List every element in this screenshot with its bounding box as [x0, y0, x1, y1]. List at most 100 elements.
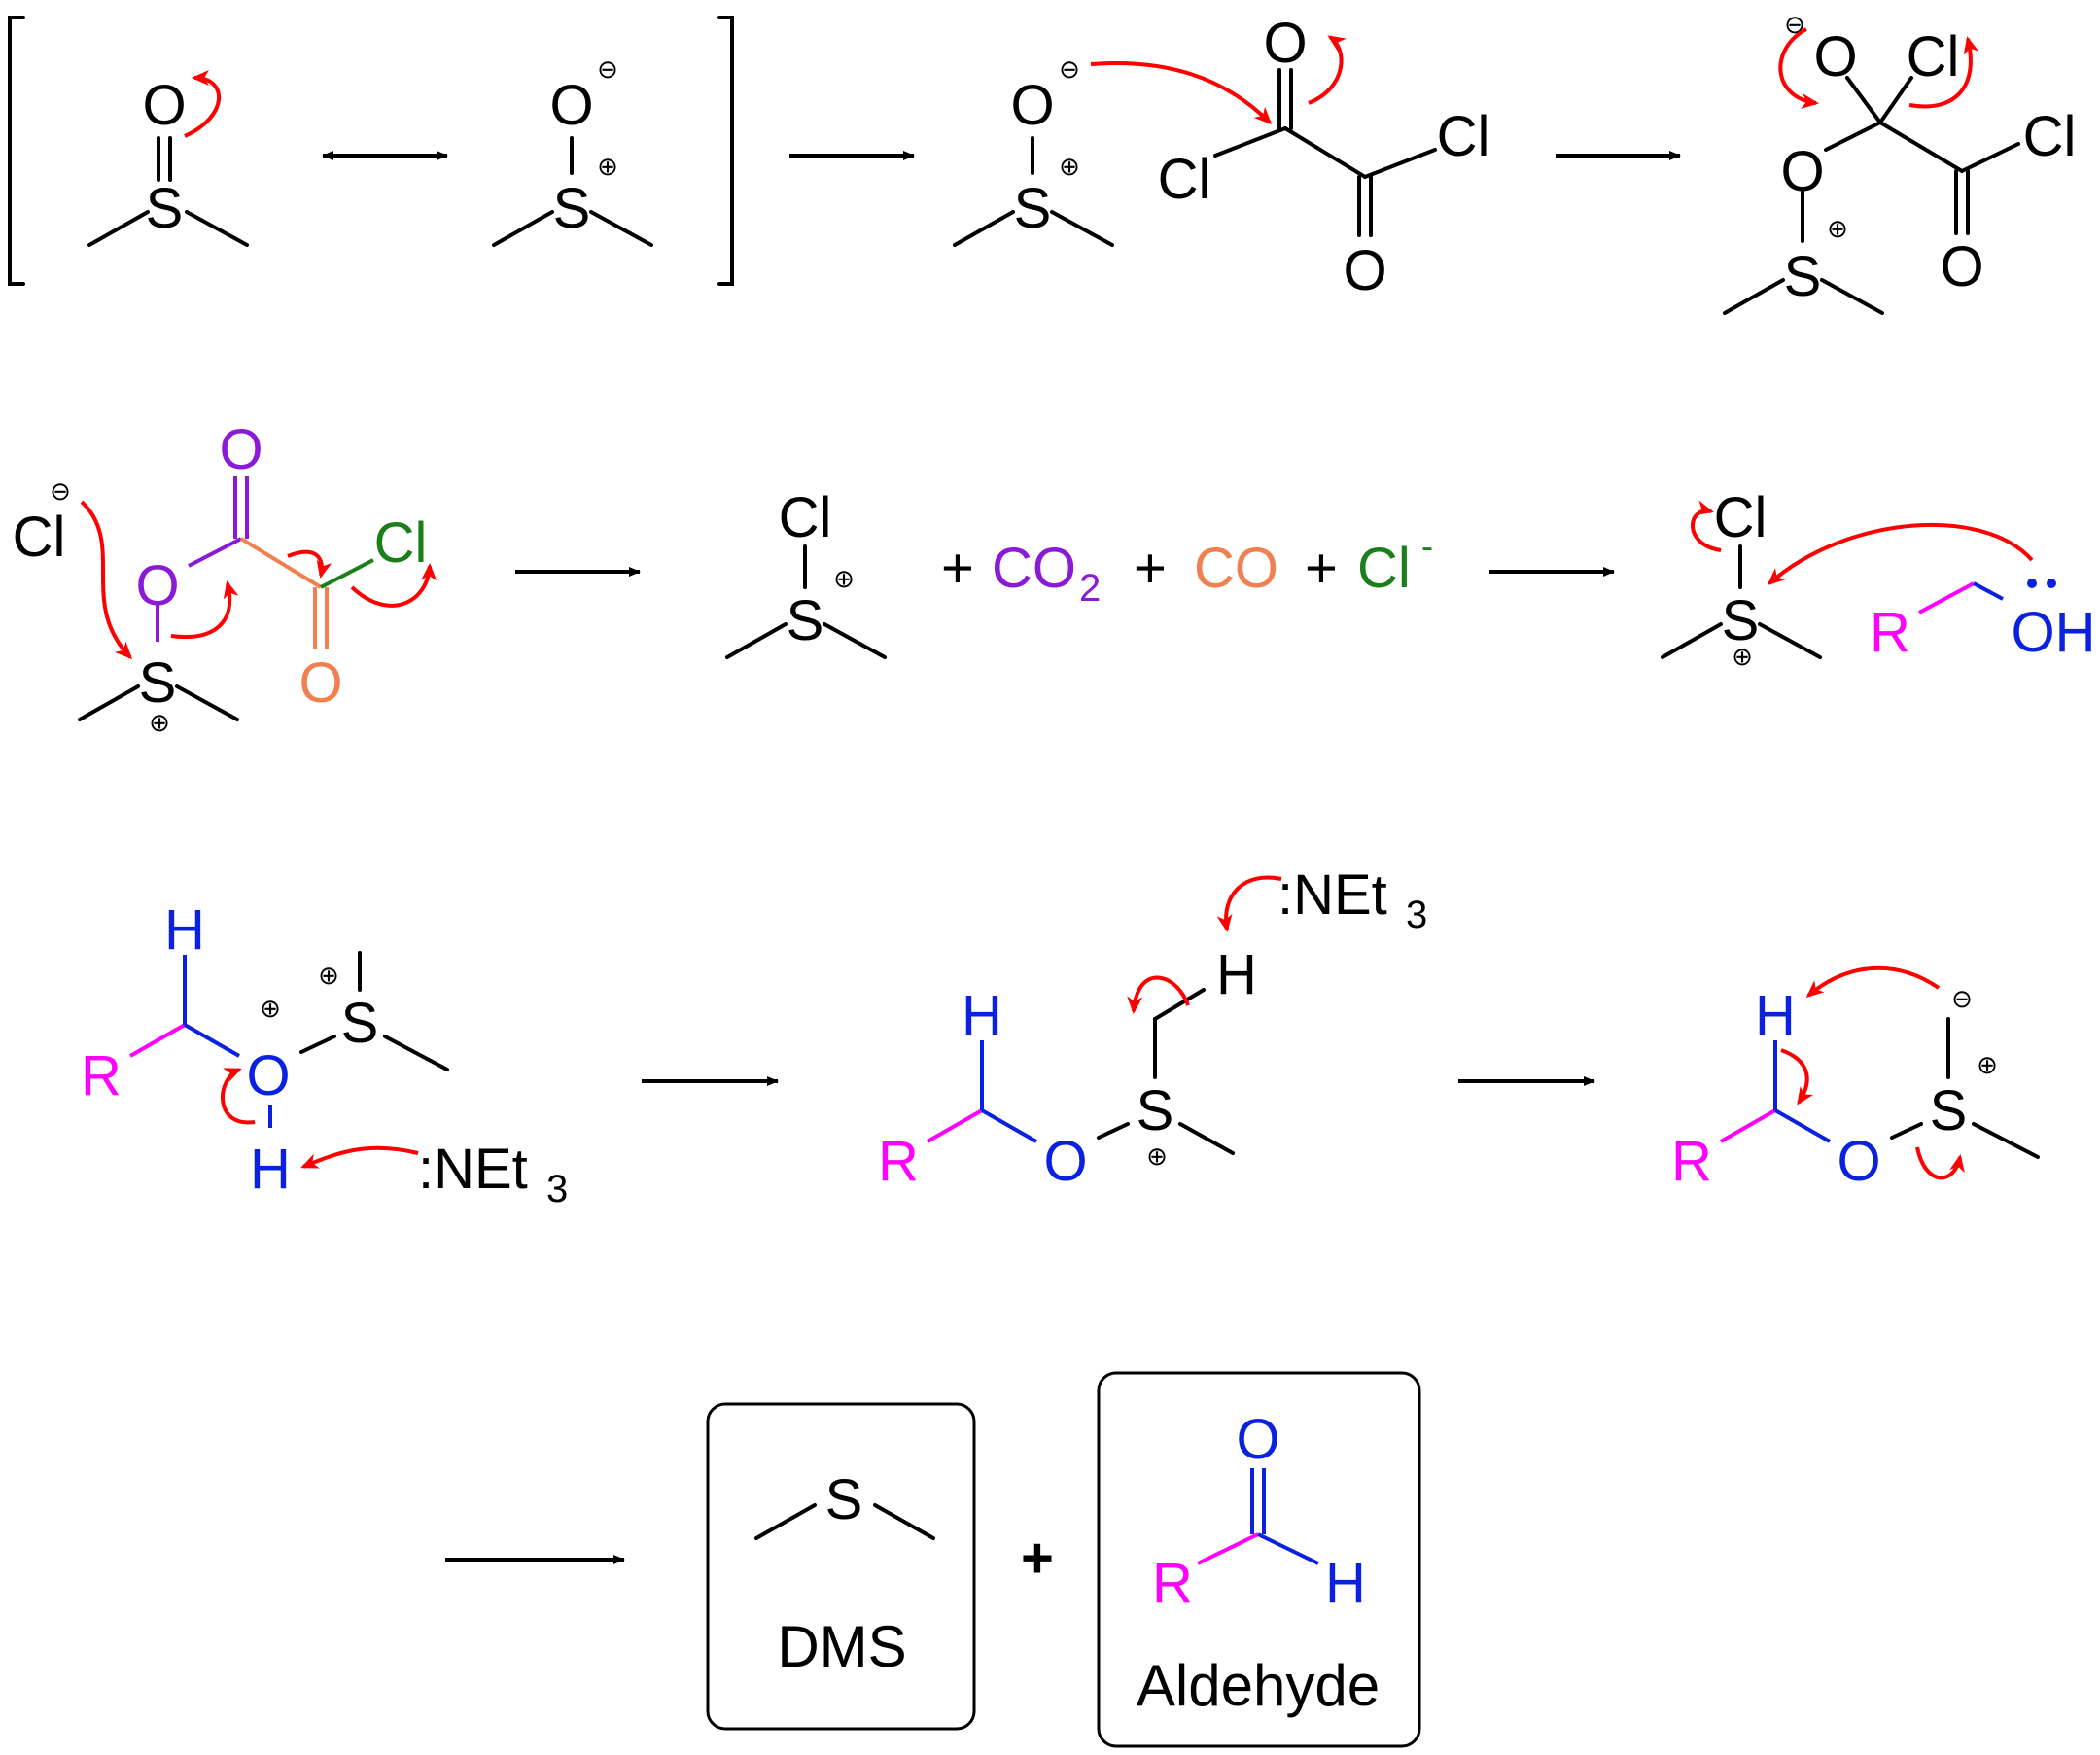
curved-arrow [1090, 60, 1273, 125]
plus-charge: ⊕ [149, 708, 170, 737]
atom-s: S [553, 177, 591, 240]
atom-r: R [1671, 1130, 1712, 1193]
atom-s: S [146, 177, 184, 240]
atom-cl: Cl [1158, 148, 1211, 211]
atom-s: S [1784, 245, 1822, 308]
chloride-charge: - [1421, 526, 1433, 566]
curved-arrow [300, 1145, 419, 1169]
plus-sign: + [1021, 1527, 1054, 1590]
dmso-form-2: S O ⊖ ⊕ [492, 54, 653, 247]
plus-charge: ⊕ [1059, 152, 1080, 181]
atom-o: O [1813, 25, 1857, 88]
atom-cl: Cl [13, 506, 66, 569]
curved-arrow [1308, 35, 1347, 105]
plus-charge: ⊕ [1827, 214, 1848, 243]
plus-charge: ⊕ [1146, 1141, 1168, 1171]
curved-arrow [220, 1068, 256, 1125]
lone-pair-dot [2027, 579, 2037, 588]
atom-o: O [135, 554, 179, 617]
atom-cl: Cl [1437, 105, 1490, 168]
plus-charge: ⊕ [260, 994, 281, 1023]
minus-charge: ⊖ [1784, 10, 1805, 39]
atom-s: S [341, 992, 379, 1055]
atom-cl: Cl [2023, 105, 2077, 168]
dms-label: DMS [777, 1614, 906, 1679]
atom-s: S [1930, 1079, 1968, 1142]
atom-o: O [549, 74, 593, 137]
atom-s: S [1722, 589, 1760, 652]
tetrahedral-intermediate: S ⊕ O O ⊖ Cl Cl O [1723, 10, 2077, 315]
atom-s: S [139, 651, 177, 715]
minus-charge: ⊖ [50, 476, 71, 506]
atom-o: O [246, 1044, 290, 1107]
atom-o: O [1010, 74, 1054, 137]
curved-arrow [1780, 1048, 1813, 1106]
triethylamine-subscript: 3 [546, 1168, 568, 1211]
atom-r: R [1870, 601, 1910, 664]
minus-charge: ⊖ [597, 54, 618, 84]
dmso-ylide: S O ⊖ ⊕ [953, 54, 1114, 247]
chloride: Cl [1357, 537, 1411, 600]
atom-h: H [250, 1138, 291, 1201]
atom-h: H [1755, 984, 1796, 1047]
atom-s: S [787, 589, 824, 652]
byproducts: + CO 2 + CO + Cl - [941, 526, 1433, 610]
atom-h: H [962, 984, 1002, 1047]
atom-s: S [1137, 1079, 1174, 1142]
plus-charge: ⊕ [833, 564, 855, 593]
sulfonium-ylide-formation: R H O S ⊕ H :NEt 3 [878, 863, 1427, 1193]
minus-charge: ⊖ [1951, 984, 1973, 1013]
plus-charge: ⊕ [318, 961, 339, 990]
chlorodimethylsulfonium: S ⊕ Cl [725, 486, 887, 659]
alcohol-attack: S ⊕ Cl R OH [1661, 486, 2096, 671]
atom-o: O [1780, 140, 1824, 203]
triethylamine: :NEt [1278, 863, 1387, 927]
aldehyde-label: Aldehyde [1137, 1653, 1380, 1718]
minus-charge: ⊖ [1059, 54, 1080, 84]
alkoxysulfonium-deprotonation: R H O ⊕ H S ⊕ :NEt 3 [81, 898, 568, 1211]
plus-sign: + [1134, 537, 1167, 600]
chlorosulfonium-formation: Cl ⊖ S ⊕ O O Cl O [13, 418, 438, 737]
atom-o: O [298, 651, 342, 715]
oxalyl-chloride: Cl O Cl O [1090, 12, 1490, 302]
atom-r: R [81, 1044, 122, 1107]
curved-arrow [287, 549, 332, 579]
atom-h: H [1216, 943, 1257, 1006]
plus-sign: + [1305, 537, 1338, 600]
curved-arrow [1767, 522, 2034, 585]
atom-cl: Cl [1907, 25, 1960, 88]
curved-arrow [184, 70, 221, 138]
plus-charge: ⊕ [1977, 1050, 1998, 1079]
atom-r: R [1152, 1552, 1193, 1615]
co: CO [1194, 537, 1278, 600]
atom-o: O [1343, 239, 1386, 302]
atom-cl: Cl [374, 511, 428, 575]
curved-arrow [1778, 27, 1819, 109]
curved-arrow [350, 563, 438, 608]
five-membered-elimination: R H O S ⊕ ⊖ [1671, 965, 2040, 1193]
co2: CO [992, 537, 1076, 600]
atom-s: S [825, 1468, 863, 1531]
atom-o: O [1043, 1130, 1087, 1193]
atom-cl: Cl [779, 486, 832, 549]
atom-o: O [219, 418, 262, 481]
atom-o: O [1837, 1130, 1880, 1193]
curved-arrow [1908, 36, 1979, 109]
co2-subscript: 2 [1079, 567, 1101, 610]
curved-arrow [1127, 975, 1190, 1014]
dmso-form-1: S O [88, 70, 249, 247]
atom-o: O [1263, 12, 1307, 75]
curved-arrow [170, 580, 239, 639]
curved-arrow [1805, 965, 1941, 998]
triethylamine: :NEt [418, 1138, 528, 1201]
resonance-bracket [8, 16, 734, 286]
curved-arrow [80, 500, 133, 660]
lone-pair-dot [2047, 579, 2056, 588]
atom-oh: OH [2012, 601, 2096, 664]
atom-s: S [1014, 177, 1052, 240]
atom-cl: Cl [1714, 486, 1768, 549]
triethylamine-subscript: 3 [1406, 894, 1427, 936]
atom-o: O [1940, 235, 1983, 298]
curved-arrow [1216, 875, 1282, 932]
